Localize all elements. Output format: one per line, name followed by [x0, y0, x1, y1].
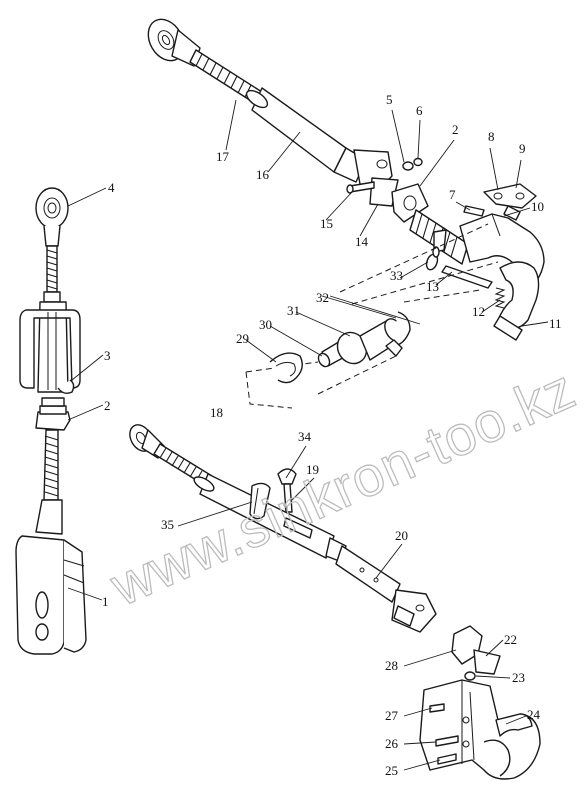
lift-rod-assembly	[15, 187, 87, 655]
callout-numbers: 1223456789101112131415161718192022232425…	[102, 92, 562, 778]
retainer-32	[385, 311, 411, 357]
callout-c2a: 2	[104, 398, 111, 413]
callout-c13: 13	[426, 279, 439, 294]
callout-c18: 18	[210, 405, 223, 420]
callout-c5: 5	[386, 92, 393, 107]
callout-c4: 4	[108, 180, 115, 195]
lower-pin-23	[464, 671, 476, 681]
callout-c8: 8	[488, 129, 495, 144]
callout-c17: 17	[216, 149, 230, 164]
callout-c10: 10	[531, 199, 544, 214]
brace-rod-20	[335, 545, 401, 603]
callout-c22: 22	[504, 632, 517, 647]
lower-hook-assembly	[419, 625, 541, 780]
callout-c35: 35	[161, 517, 174, 532]
callout-c6: 6	[416, 103, 423, 118]
callout-c14: 14	[355, 234, 369, 249]
ball-joint-top	[35, 187, 69, 247]
hook-jaw-11	[493, 261, 540, 341]
callout-c20: 20	[395, 528, 408, 543]
callout-c32: 32	[316, 290, 329, 305]
pin-washer-5-6	[402, 157, 423, 171]
top-link-pin-15	[346, 181, 375, 194]
callout-c15: 15	[320, 216, 333, 231]
fork-clevis	[15, 499, 87, 655]
callout-c27: 27	[385, 708, 399, 723]
spring-12	[494, 287, 506, 309]
callout-c26: 26	[385, 736, 399, 751]
leader-lines	[67, 99, 549, 771]
brace-clevis	[391, 589, 437, 633]
callout-c33: 33	[390, 268, 403, 283]
upper-threaded-rod	[46, 245, 58, 293]
callout-c24: 24	[527, 707, 541, 722]
callout-c25: 25	[385, 763, 398, 778]
spring-pin-7	[463, 205, 485, 217]
callout-c28: 28	[385, 658, 398, 673]
callout-c1: 1	[102, 594, 109, 609]
adjuster-housing	[19, 291, 81, 395]
callout-c3: 3	[104, 348, 111, 363]
clip-29	[269, 352, 303, 384]
handle-13	[441, 265, 493, 289]
middle-parts-group	[245, 223, 499, 409]
lower-latch-22	[451, 625, 501, 675]
latch-8-9	[483, 183, 537, 221]
callout-c30: 30	[259, 317, 272, 332]
callout-c34: 34	[298, 429, 312, 444]
top-link-yoke	[353, 149, 399, 207]
lower-pins-25-26-27	[429, 703, 459, 765]
lock-nut-left	[35, 397, 71, 431]
callout-c31: 31	[287, 303, 300, 318]
ball-31	[336, 318, 404, 365]
top-link-assembly	[147, 18, 429, 223]
callout-c2b: 2	[452, 122, 459, 137]
side-brace-assembly	[129, 424, 437, 633]
top-hook-assembly	[409, 183, 545, 341]
chain-33	[425, 229, 447, 271]
callout-c23: 23	[512, 670, 525, 685]
top-link-ball-joint	[147, 18, 201, 67]
brace-tube	[193, 473, 347, 563]
callout-c16: 16	[256, 167, 270, 182]
callout-c7: 7	[449, 187, 456, 202]
lower-threaded-rod	[43, 429, 59, 501]
callout-c11: 11	[549, 316, 562, 331]
callout-c12: 12	[472, 304, 485, 319]
brace-sleeve-clip-35	[249, 482, 271, 520]
callout-c9: 9	[519, 141, 526, 156]
lower-hook-body	[419, 679, 541, 780]
callout-c29: 29	[236, 331, 249, 346]
callout-c19: 19	[306, 462, 319, 477]
watermark-text: www.sinkron-too.kz	[101, 357, 585, 618]
